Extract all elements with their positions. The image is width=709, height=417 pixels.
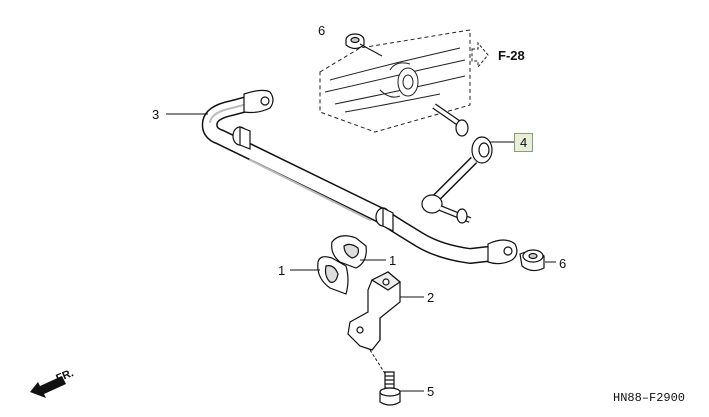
callout-3: 3 bbox=[152, 107, 160, 122]
stabilizer-bar bbox=[201, 92, 513, 264]
inset-detail bbox=[319, 29, 471, 133]
bushing-holder bbox=[347, 271, 402, 351]
leader-lines bbox=[166, 113, 556, 392]
reference-arrow bbox=[471, 41, 489, 69]
bushing-upper bbox=[331, 235, 367, 269]
bar-bushing-right bbox=[375, 207, 394, 232]
callout-1-upper: 1 bbox=[389, 253, 397, 268]
bar-end-right bbox=[487, 239, 518, 265]
callout-2: 2 bbox=[427, 290, 435, 305]
callout-4: 4 bbox=[514, 133, 534, 152]
bushing-left bbox=[317, 256, 349, 295]
front-direction-arrow bbox=[30, 376, 66, 398]
flange-nut-right bbox=[519, 249, 545, 272]
stabilizer-link bbox=[421, 103, 493, 224]
callout-1-left: 1 bbox=[278, 263, 286, 278]
reference-label: F-28 bbox=[498, 48, 525, 63]
callout-6-top: 6 bbox=[318, 23, 326, 38]
bar-end-left bbox=[243, 89, 274, 114]
callout-6-right: 6 bbox=[559, 256, 567, 271]
callout-5: 5 bbox=[427, 384, 435, 399]
diagram-code: HN88–F2900 bbox=[613, 391, 686, 405]
flange-nut-top bbox=[345, 33, 365, 50]
flange-bolt bbox=[379, 371, 401, 406]
bar-bushing-left bbox=[232, 126, 251, 150]
